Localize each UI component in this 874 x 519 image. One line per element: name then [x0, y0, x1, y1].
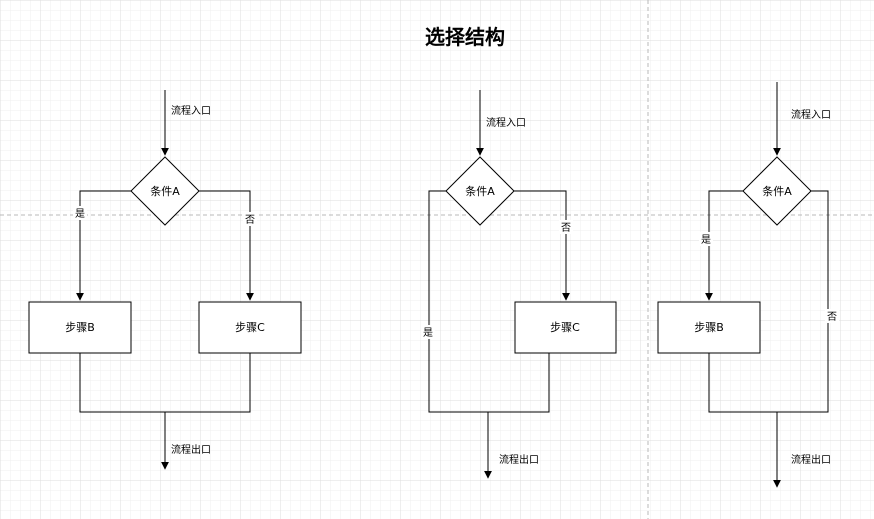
d2-entry-label: 流程入口 [486, 116, 526, 129]
d1-no-label-bg [243, 212, 257, 226]
d3-step-b-box[interactable] [657, 301, 761, 354]
d3-no-edge[interactable] [708, 190, 829, 413]
d3-step-b-label: 步骤B [694, 321, 724, 334]
d1-yes-edge[interactable] [76, 190, 131, 301]
d1-step-c-label: 步骤C [235, 321, 265, 334]
d3-condition-diamond[interactable] [742, 156, 812, 226]
d2-step-c-label: 步骤C [550, 321, 580, 334]
d2-condition-label: 条件A [465, 184, 495, 198]
d1-condition-label: 条件A [150, 184, 180, 198]
d2-step-c-box[interactable] [514, 301, 617, 354]
d2-condition-diamond[interactable] [445, 156, 515, 226]
d1-condition-diamond[interactable] [130, 156, 200, 226]
d2-no-label-bg [559, 220, 573, 234]
d3-exit-label: 流程出口 [791, 453, 831, 466]
diagram-2 [428, 90, 617, 479]
d2-no-label: 否 [561, 222, 571, 234]
d1-step-c-box[interactable] [198, 301, 302, 354]
d1-no-edge[interactable] [199, 190, 254, 301]
d1-no-label: 否 [245, 214, 255, 226]
diagram-1 [28, 90, 302, 470]
d3-entry-label: 流程入口 [791, 108, 831, 121]
d2-exit-label: 流程出口 [499, 453, 539, 466]
d2-yes-edge[interactable] [428, 190, 550, 413]
page-title: 选择结构 [425, 25, 505, 49]
diagram-3 [657, 82, 829, 488]
d1-step-b-label: 步骤B [65, 321, 95, 334]
d1-yes-label: 是 [75, 208, 85, 220]
d1-yes-label-bg [73, 206, 87, 220]
d3-yes-label-bg [699, 232, 713, 246]
d3-no-label: 否 [827, 311, 837, 323]
d3-no-label-bg [825, 309, 839, 323]
d2-yes-label-bg [421, 325, 435, 339]
d1-exit-label: 流程出口 [171, 443, 211, 456]
d3-yes-edge[interactable] [705, 190, 743, 301]
d3-yes-label: 是 [701, 234, 711, 246]
d1-entry-label: 流程入口 [171, 104, 211, 117]
d3-condition-label: 条件A [762, 184, 792, 198]
d2-no-edge[interactable] [514, 190, 570, 301]
d2-yes-label: 是 [423, 327, 433, 339]
